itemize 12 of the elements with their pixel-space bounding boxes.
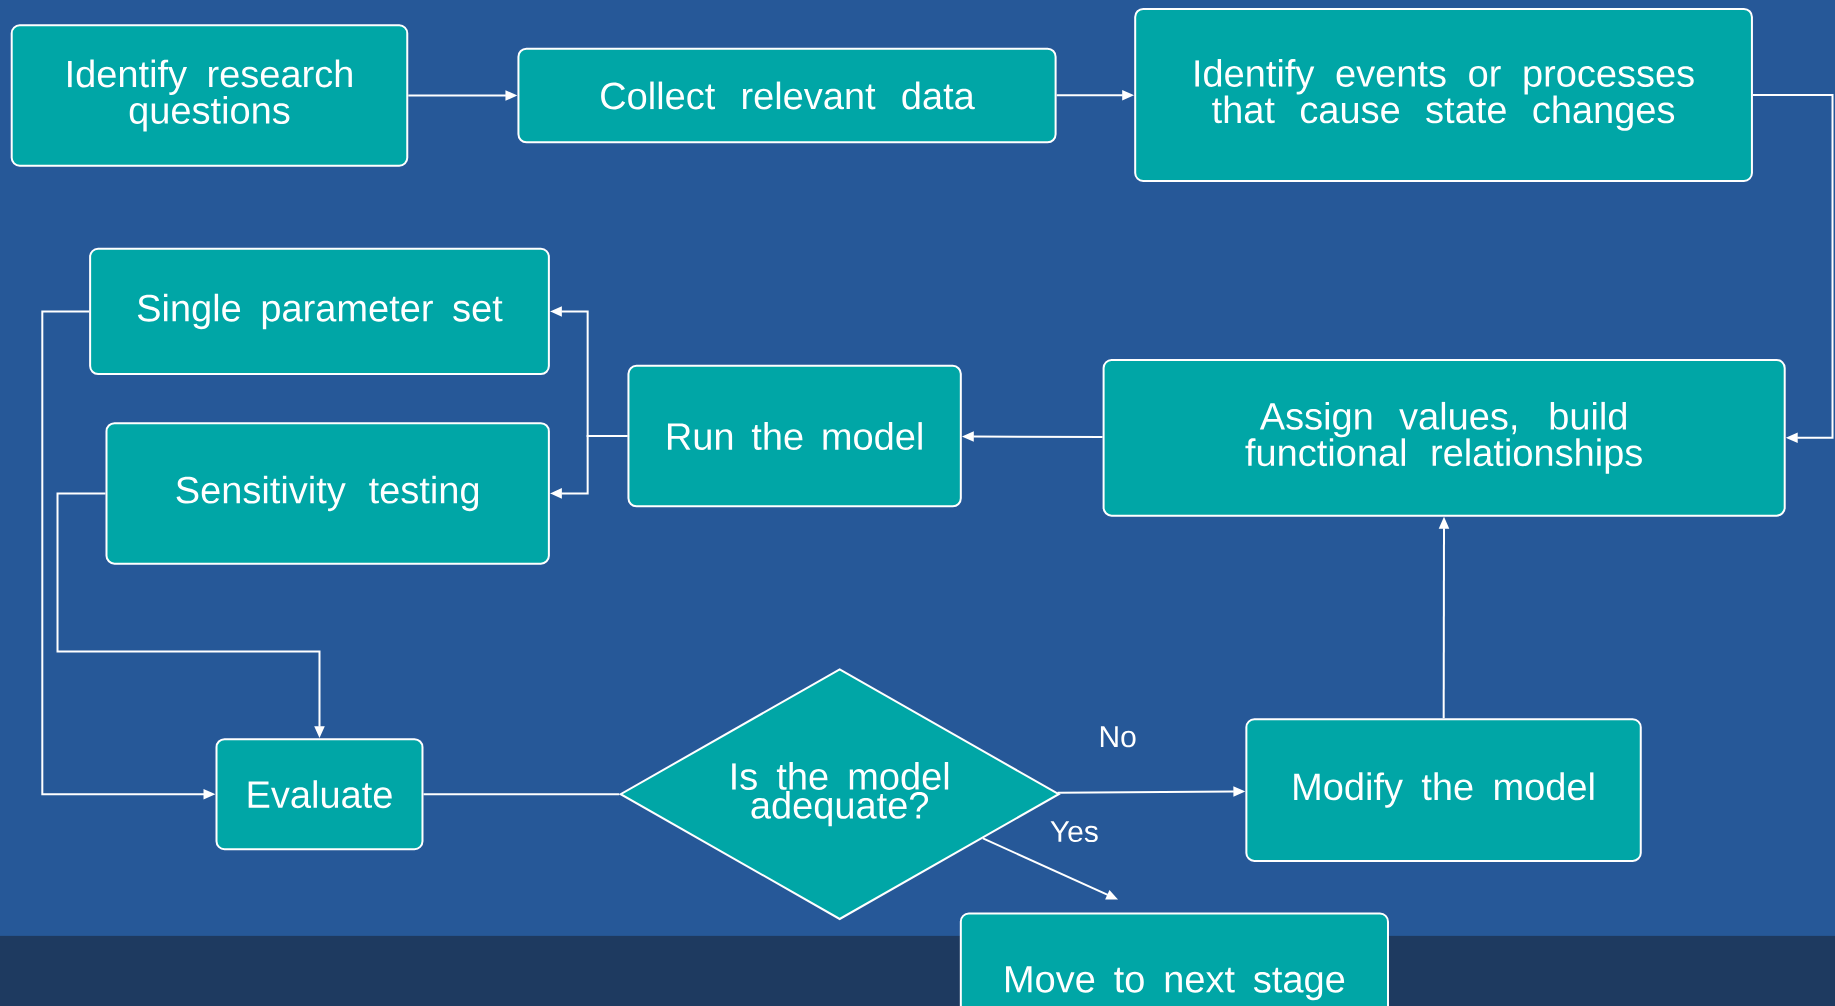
process-box: Identify research questions (10, 24, 409, 167)
process-box: Collect relevant data (517, 47, 1057, 144)
process-box: Sensitivity testing (105, 422, 550, 565)
process-box: Modify the model (1245, 718, 1642, 862)
process-box: Evaluate (215, 738, 424, 851)
process-box: Identify events or processes that cause state changes (1134, 7, 1753, 182)
process-box: Single parameter set (89, 247, 550, 376)
process-box: Assign values, build functional relationships (1102, 359, 1786, 517)
arrow (1751, 93, 1834, 444)
edge-label: No (1100, 726, 1136, 748)
process-box: Run the model (627, 364, 962, 508)
process-box: Move to next stage (959, 912, 1389, 1006)
